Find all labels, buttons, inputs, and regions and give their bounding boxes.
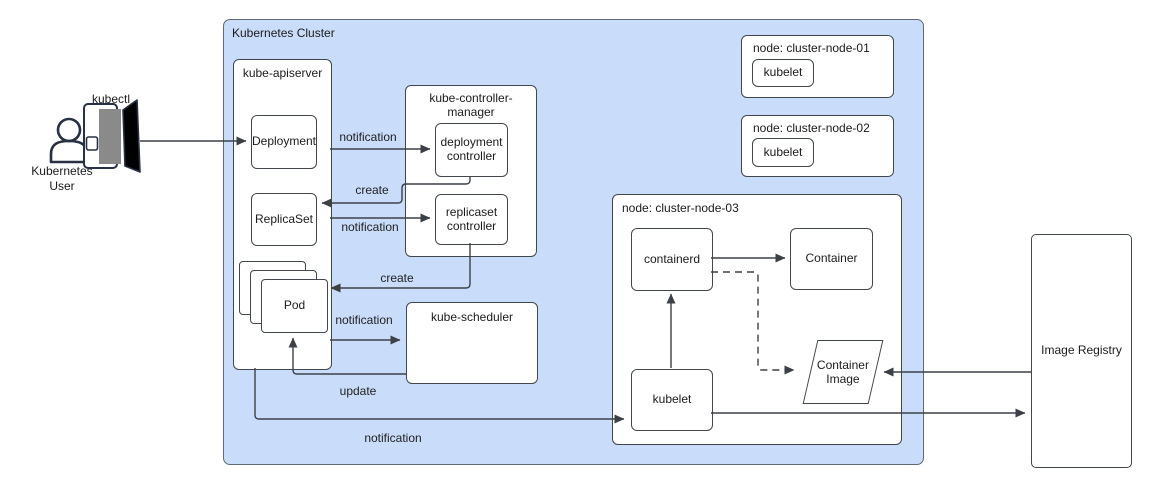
containerd-label: containerd [643, 251, 701, 266]
kube-scheduler-label: kube-scheduler [430, 310, 514, 324]
node-03-label: node: cluster-node-03 [622, 201, 739, 215]
deployment-label: Deployment [251, 134, 317, 149]
edge-label-create-replicaset: create [355, 183, 389, 197]
edge-label-deploy-notification: notification [339, 130, 397, 144]
container-box: Container [790, 228, 873, 290]
node-01-kubelet-box: kubelet [752, 59, 814, 87]
container-label: Container [805, 251, 858, 266]
edge-scheduler-update [288, 337, 406, 375]
node-02-label: node: cluster-node-02 [753, 121, 870, 135]
image-registry-box: Image Registry [1031, 234, 1132, 468]
pod-label: Pod [283, 298, 306, 313]
kube-apiserver-label: kube-apiserver [242, 66, 323, 80]
edge-create-replicaset [321, 176, 471, 208]
replicaset-box: ReplicaSet [251, 193, 317, 246]
edge-apiserver-kubelet-notification [254, 368, 625, 424]
replicaset-label: ReplicaSet [254, 211, 314, 226]
node-01-label: node: cluster-node-01 [753, 41, 870, 55]
node-02-kubelet-box: kubelet [752, 138, 814, 167]
kubectl-label: kubectl [91, 92, 131, 106]
edge-containerd-to-container-image-dashed [711, 271, 795, 375]
edge-label-kubelet-notification: notification [364, 431, 422, 445]
containerd-box: containerd [631, 228, 713, 291]
pod-box: Pod [261, 279, 328, 333]
deployment-controller-label: deployment controller [440, 135, 503, 163]
replicaset-controller-label: replicaset controller [445, 204, 498, 233]
edge-label-update: update [339, 384, 377, 398]
kubernetes-user-label: Kubernetes User [31, 164, 93, 193]
node-03-kubelet-box: kubelet [631, 369, 713, 431]
edge-create-pod [330, 243, 471, 293]
deployment-box: Deployment [251, 115, 317, 169]
deployment-controller-box: deployment controller [435, 123, 508, 177]
node-01-kubelet-label: kubelet [763, 65, 803, 80]
replicaset-controller-box: replicaset controller [435, 194, 508, 245]
edge-label-pod-notification: notification [335, 313, 393, 327]
cluster-title: Kubernetes Cluster [232, 26, 335, 40]
laptop-icon [83, 99, 141, 173]
kube-scheduler-box: kube-scheduler [406, 302, 538, 384]
edge-label-replicaset-notification: notification [341, 220, 399, 234]
edge-label-create-pod: create [380, 271, 414, 285]
image-registry-label: Image Registry [1041, 343, 1122, 358]
node-03-kubelet-label: kubelet [652, 392, 692, 407]
kube-controller-manager-label: kube-controller-manager [429, 91, 513, 119]
node-02-kubelet-label: kubelet [763, 144, 803, 159]
person-icon [49, 117, 89, 164]
node-cluster-node-02-box: node: cluster-node-02 [741, 115, 894, 177]
